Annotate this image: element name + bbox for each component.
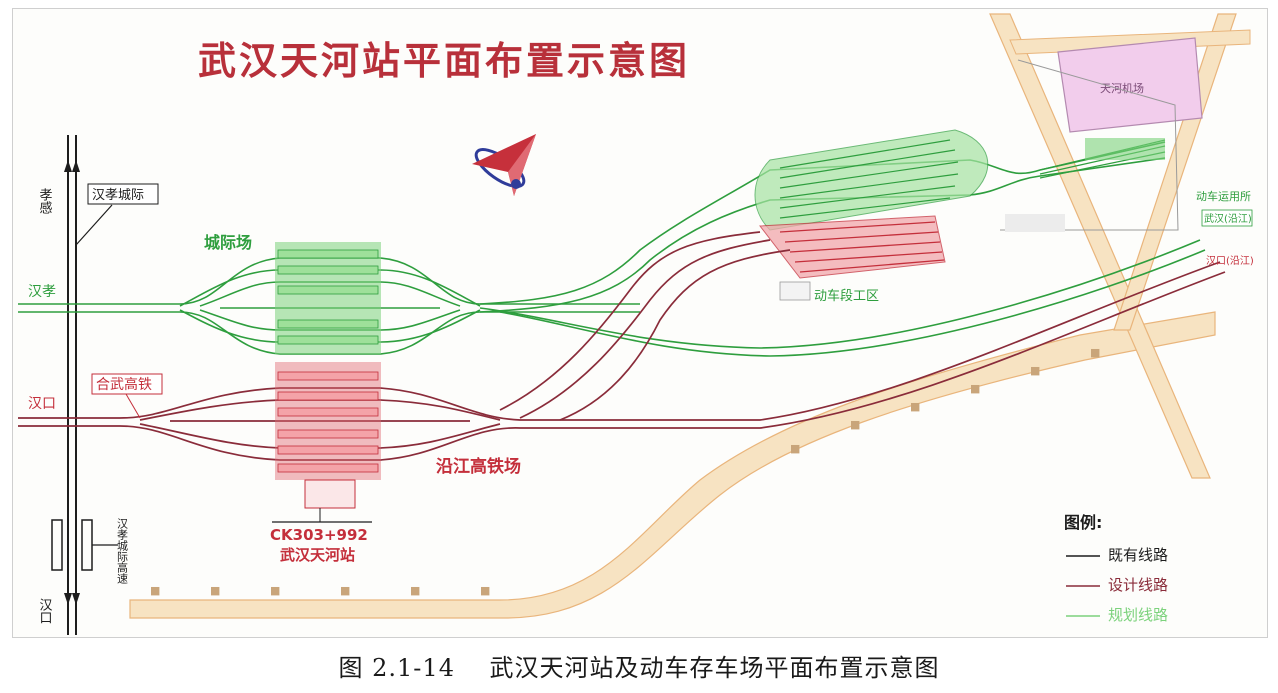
svg-text:■: ■ (850, 418, 860, 431)
chainage-label: CK303+992 (270, 526, 368, 544)
lineside-platforms (275, 242, 381, 354)
figure-caption: 图 2.1-14 武汉天河站及动车存车场平面布置示意图 (338, 654, 940, 682)
legend-title: 图例: (1064, 513, 1102, 532)
wuchang-left-label: 汉口 (28, 396, 56, 412)
svg-text:■: ■ (410, 584, 420, 597)
fuyang-label: 武汉(沿江) (1204, 212, 1252, 225)
diagram-title: 武汉天河站平面布置示意图 (198, 39, 690, 83)
top-road (1009, 29, 1251, 55)
hanxiao-left-label: 汉孝 (28, 284, 56, 300)
legend-existing: 既有线路 (1108, 546, 1168, 564)
right-end-label: 汉口(沿江) (1206, 255, 1254, 267)
hankou-end-label: 汉口 (37, 598, 53, 624)
hanxiao-label: 汉孝城际 (92, 188, 144, 203)
designed-lines (18, 231, 1226, 461)
svg-text:■: ■ (790, 442, 800, 455)
airport-road-branch (1113, 13, 1237, 331)
existing-vertical-line (51, 135, 118, 635)
svg-text:■: ■ (340, 584, 350, 597)
xiaogan-end-label: 孝感 (37, 188, 53, 214)
hewu-gaotie-label: 合武高铁 (96, 376, 152, 393)
svg-text:■: ■ (150, 584, 160, 597)
maintenance-label: 动车运用所 (1196, 189, 1251, 203)
legend: 图例: 既有线路 设计线路 规划线路 (1064, 513, 1168, 624)
roads: ■ ■ ■ ■ ■ ■ ■ ■ ■ ■ ■ ■ (129, 13, 1251, 619)
airport-area: 天河机场 (1000, 37, 1203, 231)
workarea-label: 动车段工区 (814, 288, 879, 304)
yanjiang-yard-label: 沿江高铁场 (436, 456, 521, 477)
airport-label: 天河机场 (1100, 81, 1144, 95)
ring-label: 汉孝城际高速 (116, 518, 129, 584)
svg-text:■: ■ (1030, 364, 1040, 377)
depot-yard (754, 129, 1166, 232)
svg-text:■: ■ (480, 584, 490, 597)
svg-text:■: ■ (970, 382, 980, 395)
legend-designed: 设计线路 (1108, 576, 1168, 594)
designed-depot (759, 215, 946, 301)
airport-building (1057, 37, 1203, 133)
diagram-frame (12, 8, 1268, 638)
yanjiang-platforms (272, 362, 381, 523)
green-lines (18, 141, 1206, 357)
svg-text:■: ■ (1090, 346, 1100, 359)
svg-text:■: ■ (910, 400, 920, 413)
north-arrow-icon (472, 134, 536, 196)
svg-text:■: ■ (210, 584, 220, 597)
lineside-yard-label: 城际场 (204, 233, 252, 252)
bottom-expressway (129, 311, 1216, 619)
station-name-label: 武汉天河站 (280, 546, 355, 564)
svg-text:■: ■ (270, 584, 280, 597)
legend-planned: 规划线路 (1108, 606, 1168, 624)
